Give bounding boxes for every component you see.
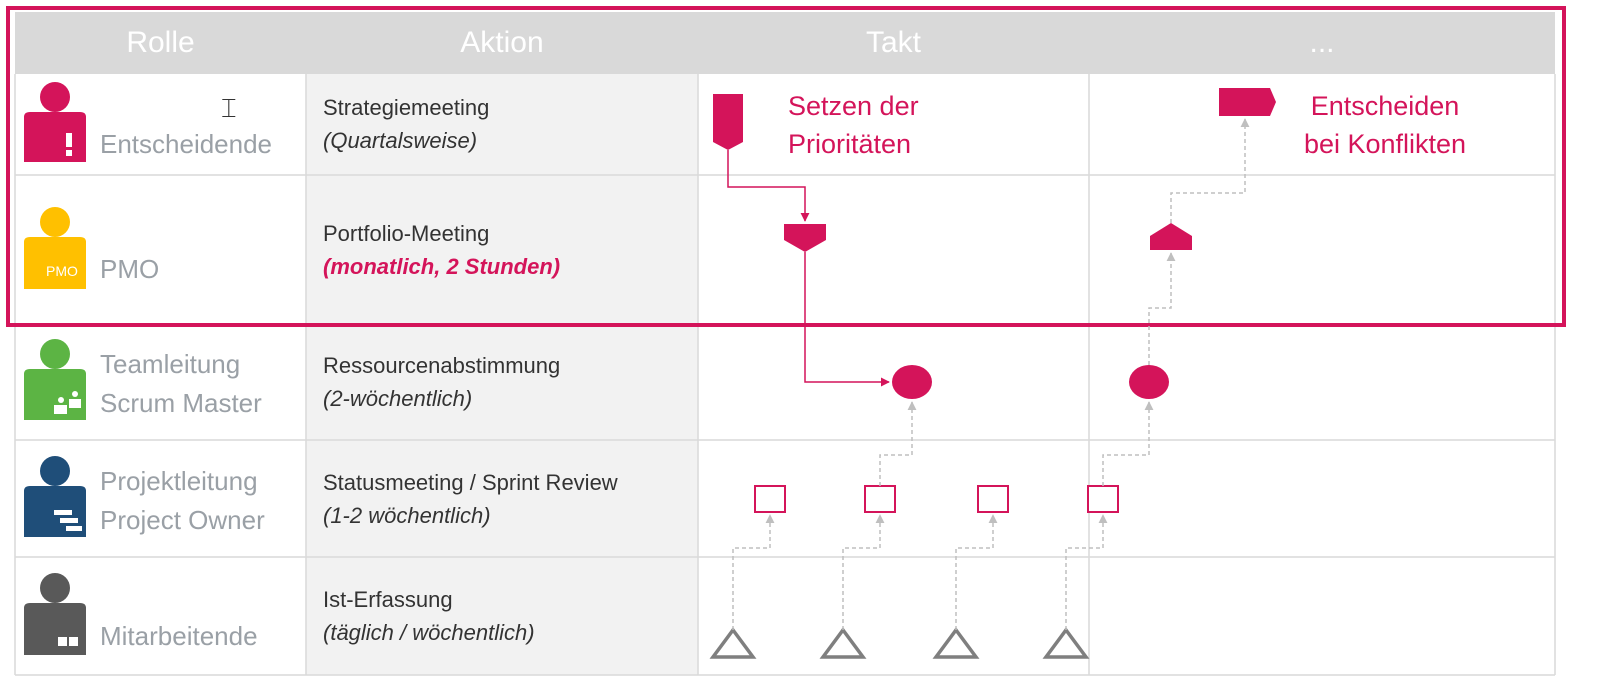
role-label-entscheidende: Entscheidende [100,129,273,159]
action-title: Portfolio-Meeting [323,221,490,246]
person-team-icon [24,339,86,420]
action-ist-erfassung: Ist-Erfassung (täglich / wöchentlich) [323,583,535,649]
triangle-marker [819,627,867,659]
role-label-projektleitung: Projektleitung Project Owner [100,466,265,535]
action-strategiemeeting: Strategiemeeting (Quartalsweise) [323,91,489,157]
action-frequency: (Quartalsweise) [323,128,478,153]
header-rolle: Rolle [126,26,195,59]
action-frequency: (monatlich, 2 Stunden) [323,254,561,279]
status-square [754,485,786,513]
triangle-marker [1042,627,1090,659]
pmo-up-pentagon [1150,223,1192,250]
action-title: Strategiemeeting [323,95,490,120]
header-aktion: Aktion [460,26,544,59]
person-gantt-icon [24,456,86,537]
action-title: Statusmeeting / Sprint Review [323,470,618,495]
role-label-mitarbeitende: Mitarbeitende [100,621,258,651]
action-frequency: (2-wöchentlich) [323,386,473,411]
action-title: Ist-Erfassung [323,587,453,612]
pink-connector-1 [727,150,810,222]
resource-ellipse-right [1129,365,1169,399]
resource-ellipse-left [892,365,932,399]
pink-connector-2 [804,252,890,387]
status-square [864,485,896,513]
annotation-conflicts: Entscheiden bei Konflikten [1303,91,1467,159]
person-exclamation-icon [24,82,86,162]
action-portfolio-meeting: Portfolio-Meeting (monatlich, 2 Stunden) [323,217,560,283]
pink-flow [713,88,1276,399]
text-cursor-icon: ⌶ [221,94,237,124]
decision-tag-shape [1219,88,1276,116]
header-bar [15,12,1555,74]
status-squares [754,485,1119,513]
header-more: ... [1309,26,1335,59]
pmo-down-pentagon [784,224,826,252]
action-frequency: (1-2 wöchentlich) [323,503,491,528]
annotation-priorities: Setzen der Prioritäten [788,91,919,159]
status-square [977,485,1009,513]
action-ressourcenabstimmung: Ressourcenabstimmung (2-wöchentlich) [323,349,560,415]
header-takt: Takt [865,26,922,59]
pmo-icon-label: PMO [46,263,78,279]
role-label-teamleitung: Teamleitung Scrum Master [100,349,262,418]
grid-lines [14,74,1556,676]
role-label-pmo: PMO [100,254,160,284]
gray-connectors [732,118,1250,630]
action-column-bg [306,74,698,675]
action-frequency: (täglich / wöchentlich) [323,620,535,645]
triangle-marker [709,627,757,659]
input-triangles [709,627,1090,659]
action-statusmeeting: Statusmeeting / Sprint Review (1-2 wöche… [323,466,618,532]
person-pmo-icon: PMO [24,207,86,289]
status-square [1087,485,1119,513]
person-boxes-icon [24,573,86,655]
decision-highlight-frame [6,6,1566,327]
strategy-flag-shape [713,94,743,150]
triangle-marker [932,627,980,659]
action-title: Ressourcenabstimmung [323,353,561,378]
